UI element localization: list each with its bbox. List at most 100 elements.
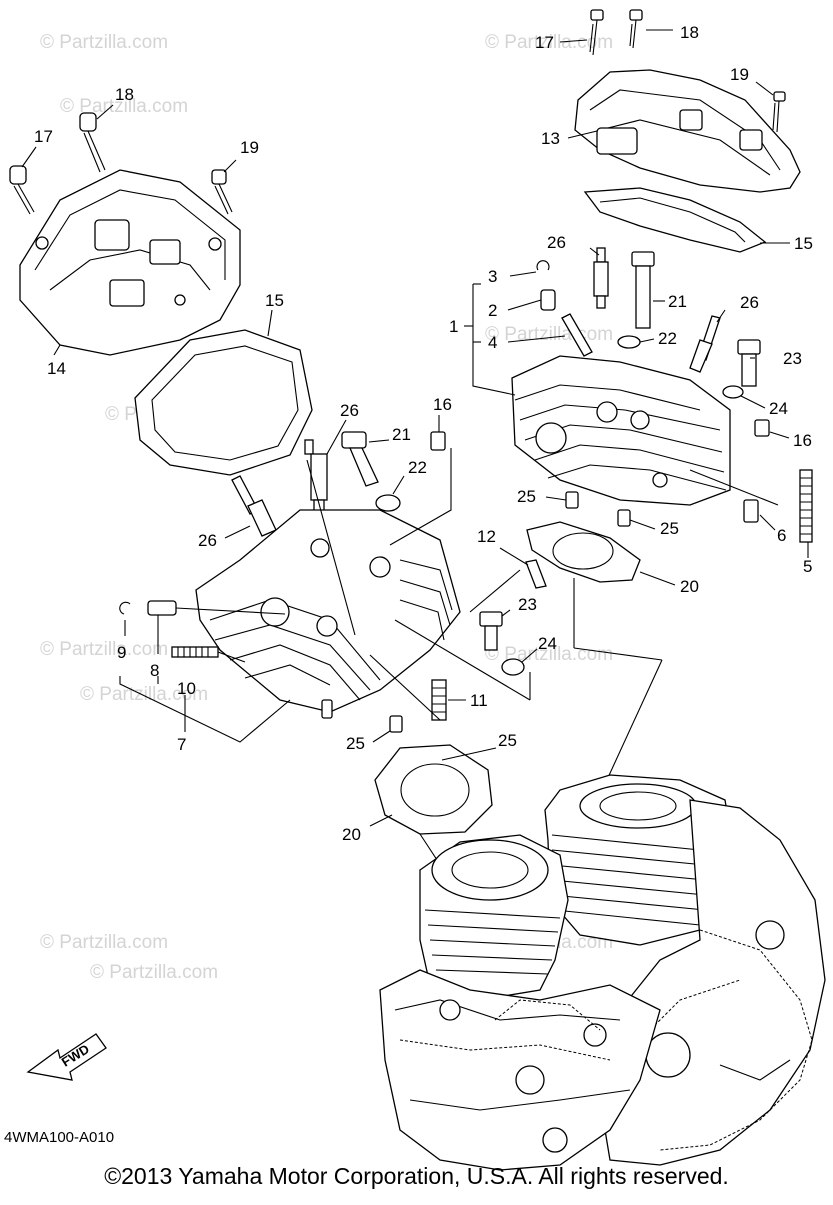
front-head-group [9,104,547,896]
callout: 15 [265,291,284,310]
callout: 8 [150,661,159,680]
callout: 7 [177,735,186,754]
dowel-25-rear-a [565,491,579,509]
washer-24-front [501,658,525,676]
callout: 12 [477,527,496,546]
bolt-17-rear [589,9,604,56]
callout: 13 [541,129,560,148]
callout: 22 [408,458,427,477]
dowel-16-rear [754,419,770,437]
stud-4 [561,313,593,357]
bolt-17-front [9,165,35,215]
copyright-notice: ©2013 Yamaha Motor Corporation, U.S.A. A… [104,1163,729,1189]
spark-plug-26-rear-b [689,315,721,373]
watermark: © Partzilla.com [40,639,168,660]
bolt-21-rear [631,251,655,329]
callout: 17 [34,127,53,146]
front-leaders [21,104,538,896]
dowel-25-front-a [389,715,403,733]
cylinder-head-rear [511,355,731,506]
washer-22-front [375,494,401,512]
callout: 24 [769,399,788,418]
fwd-arrow-icon: FWD [26,1033,107,1081]
callout: 9 [117,643,126,662]
bolt-18-rear [629,9,643,49]
callout: 20 [342,825,361,844]
callout: 16 [793,431,812,450]
dowel-16-front [430,431,446,451]
callout: 22 [658,329,677,348]
callout: 18 [680,23,699,42]
callout: 3 [488,267,497,286]
cylinder-head-front [195,509,461,713]
callout: 23 [783,349,802,368]
spark-plug-26-front-b [231,475,277,537]
callout: 26 [547,233,566,252]
callout: 6 [777,526,786,545]
callout: 19 [730,65,749,84]
callout: 25 [346,734,365,753]
callout: 21 [392,425,411,444]
callout-numbers: 17 18 19 13 15 26 3 2 1 4 21 22 26 23 24… [34,23,813,844]
washer-24-rear [722,385,744,399]
stud-12 [525,559,547,589]
washer-22-rear [617,335,641,349]
callout: 14 [47,359,66,378]
bolt-23-rear [737,339,761,387]
callout: 25 [660,519,679,538]
watermark: © Partzilla.com [485,324,613,345]
rocker-cover-14 [19,169,241,356]
spark-plug-26-rear-a [593,247,609,309]
stud-6 [743,499,759,523]
callout: 25 [517,487,536,506]
bolt-19-front [211,169,233,215]
head-gasket-20-rear [526,521,641,583]
plug-2 [540,289,556,311]
dowel-25-rear-b [617,509,631,527]
stud-10 [171,646,219,658]
clip-9 [119,601,131,615]
spark-plug-26-front-a [304,439,328,515]
callout: 20 [680,577,699,596]
callout: 10 [177,679,196,698]
callout: 26 [340,401,359,420]
callout: 23 [518,595,537,614]
callout: 16 [433,395,452,414]
rear-leaders [464,29,809,796]
callout: 2 [488,301,497,320]
rear-head-group [464,9,813,796]
callout: 25 [498,731,517,750]
watermark: © Partzilla.com [80,684,208,705]
callout: 11 [470,691,488,710]
callout: 1 [449,317,458,336]
plug-8 [147,600,177,616]
callout: 4 [488,333,497,352]
callout: 15 [794,234,813,253]
callout: 24 [538,634,557,653]
bolt-19-rear [772,91,786,133]
bolt-21-front [341,431,379,487]
bolt-18-front [79,112,106,173]
callout: 26 [198,531,217,550]
callout: 5 [803,557,812,576]
clip-3 [536,260,550,271]
watermark: © Partzilla.com [485,32,613,53]
callout: 19 [240,138,259,157]
watermark: © Partzilla.com [60,96,188,117]
watermark: © Partzilla.com [40,932,168,953]
diagram-code: 4WMA100-A010 [4,1129,114,1146]
stud-5 [799,469,813,543]
head-gasket-20-front [374,744,493,835]
bolt-23-front [479,611,503,651]
gasket-15-front [134,329,313,476]
callout: 18 [115,85,134,104]
callout: 21 [668,292,687,311]
callout: 26 [740,293,759,312]
watermark: © Partzilla.com [90,962,218,983]
watermark: © Partzilla.com [40,32,168,53]
callout: 17 [535,33,554,52]
stud-11 [431,679,447,721]
gasket-15-rear [583,187,767,253]
